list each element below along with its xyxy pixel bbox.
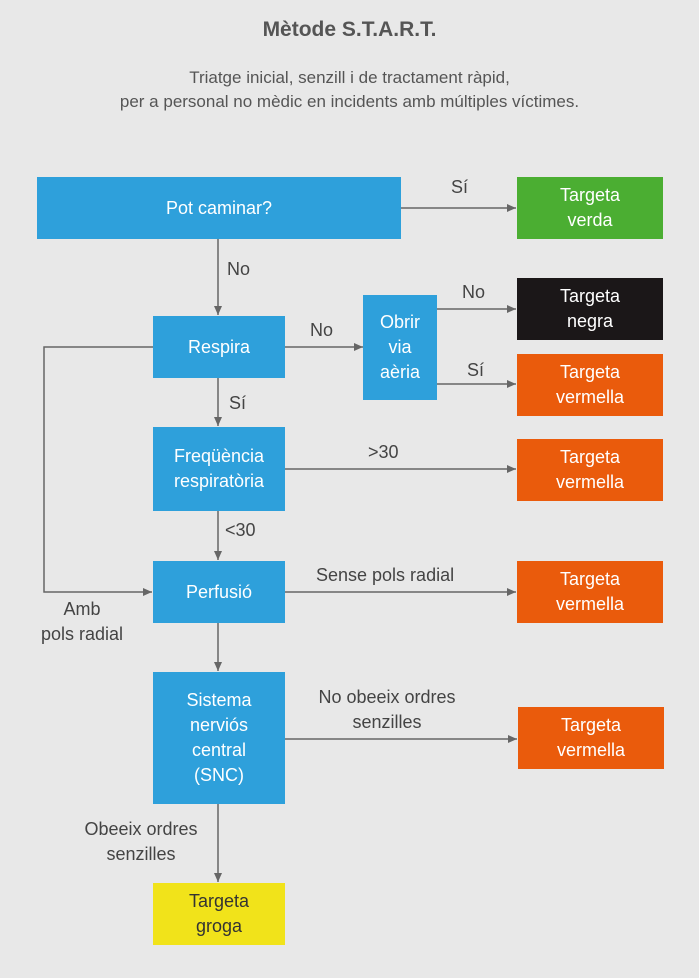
node-breathes: Respira bbox=[153, 316, 285, 378]
label-perfusion-none: Sense pols radial bbox=[316, 565, 455, 585]
page-subtitle: Triatge inicial, senzill i de tractament… bbox=[119, 68, 580, 111]
label-rate-low: <30 bbox=[225, 520, 256, 540]
page-title: Mètode S.T.A.R.T. bbox=[262, 18, 437, 41]
label-breathe-no: No bbox=[310, 320, 334, 340]
label-radial-pulse: Amb pols radial bbox=[40, 599, 124, 644]
node-perfusion: Perfusió bbox=[153, 561, 285, 623]
label-rate-high: >30 bbox=[368, 442, 399, 462]
label-airway-no: No bbox=[462, 282, 486, 302]
node-can-walk: Pot caminar? bbox=[37, 177, 401, 239]
edge-radial-pulse bbox=[43, 346, 153, 596]
label-walk-no: No bbox=[227, 259, 251, 279]
label-airway-yes: Sí bbox=[467, 360, 485, 380]
label-cns-yes: Obeeix ordres senzilles bbox=[84, 819, 198, 864]
label-cns-no: No obeeix ordres senzilles bbox=[318, 687, 456, 732]
label-walk-yes: Sí bbox=[451, 177, 469, 197]
label-breathe-yes: Sí bbox=[229, 393, 247, 413]
